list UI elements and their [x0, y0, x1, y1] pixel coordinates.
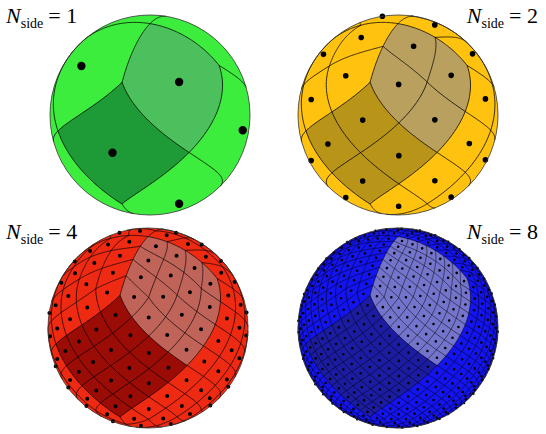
pixel-centres — [297, 227, 499, 428]
sphere-outline — [48, 228, 248, 428]
value-text: = 4 — [48, 219, 77, 244]
value-text: = 2 — [509, 3, 538, 28]
sphere-outline — [298, 15, 498, 215]
value-text: = 1 — [48, 3, 77, 28]
sphere-disc — [298, 228, 498, 428]
subscript: side — [21, 232, 44, 247]
variable-symbol: N — [6, 219, 21, 244]
pixel-boundaries — [48, 229, 248, 428]
sphere-nside-1 — [50, 15, 250, 215]
sphere-outline — [298, 228, 498, 428]
variable-symbol: N — [6, 3, 21, 28]
nside-label: Nside = 2 — [467, 2, 538, 33]
variable-symbol: N — [467, 3, 482, 28]
sphere-outline — [50, 15, 250, 215]
sphere-disc — [50, 15, 250, 215]
sphere-nside-2 — [298, 13, 498, 215]
sphere-nside-4 — [47, 228, 248, 428]
nside-label: Nside = 8 — [467, 218, 538, 249]
value-text: = 8 — [509, 219, 538, 244]
sphere-disc — [298, 15, 498, 215]
pixel-centres — [47, 229, 248, 428]
equatorial-base-pixel — [306, 295, 437, 417]
pixel-boundaries — [298, 228, 498, 428]
equatorial-base-pixel — [58, 82, 189, 204]
pixel-centres — [77, 62, 247, 208]
pixel-boundaries — [301, 16, 495, 215]
variable-symbol: N — [467, 219, 482, 244]
subscript: side — [21, 16, 44, 31]
sphere-disc — [48, 228, 248, 428]
pixel-centres — [308, 13, 488, 209]
sphere-nside-8 — [297, 227, 499, 428]
nside-label: Nside = 4 — [6, 218, 77, 249]
equatorial-base-pixel — [56, 295, 187, 417]
nside-label: Nside = 1 — [6, 2, 77, 33]
subscript: side — [482, 232, 505, 247]
subscript: side — [482, 16, 505, 31]
pixel-boundaries — [53, 16, 246, 213]
